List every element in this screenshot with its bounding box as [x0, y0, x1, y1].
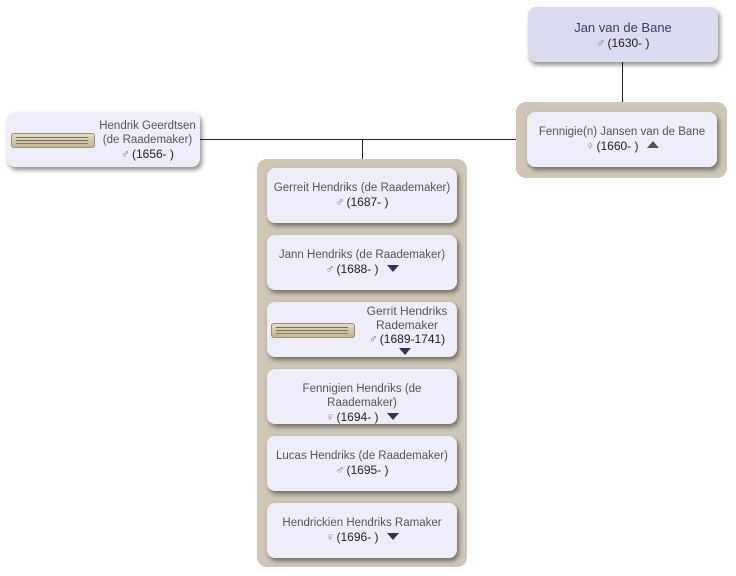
connector-grandparent-mother	[622, 60, 623, 112]
person-card-child[interactable]: Fennigien Hendriks (de Raademaker) ♀(169…	[267, 369, 457, 424]
person-card-child[interactable]: Hendrickien Hendriks Ramaker ♀(1696- )	[267, 503, 457, 558]
female-icon: ♀	[325, 410, 335, 424]
male-icon: ♂	[120, 147, 130, 161]
person-dates: (1630- )	[607, 36, 650, 50]
male-icon: ♂	[325, 262, 335, 276]
person-dates: (1656- )	[131, 147, 175, 161]
person-card-child[interactable]: Jann Hendriks (de Raademaker) ♂(1688- )	[267, 235, 457, 290]
person-name-line2: Rademaker	[375, 318, 439, 332]
person-name: Fennigie(n) Jansen van de Bane	[538, 126, 706, 138]
male-icon: ♂	[335, 195, 345, 209]
person-card-father[interactable]: Hendrik Geerdtsen (de Raademaker) ♂(1656…	[7, 112, 200, 167]
chevron-down-icon[interactable]	[386, 413, 399, 420]
person-dates: (1660- )	[596, 139, 639, 153]
person-dates: (1687- )	[346, 195, 389, 209]
person-card-child[interactable]: Lucas Hendriks (de Raademaker) ♂(1695- )	[267, 436, 457, 491]
chevron-down-icon[interactable]	[399, 348, 411, 355]
person-dates: (1695- )	[346, 463, 389, 477]
person-name: Fennigien Hendriks (de Raademaker)	[302, 383, 422, 409]
chevron-down-icon[interactable]	[386, 533, 399, 540]
male-icon: ♂	[596, 36, 606, 50]
person-card-child[interactable]: Gerrit Hendriks Rademaker ♂(1689-1741)	[267, 302, 457, 357]
person-dates: (1696- )	[336, 530, 379, 544]
person-name: Jan van de Bane	[574, 20, 672, 35]
person-card-grandparent[interactable]: Jan van de Bane ♂(1630- )	[528, 7, 718, 62]
chevron-up-icon[interactable]	[646, 141, 659, 148]
person-name-line1: Gerrit Hendriks	[366, 304, 448, 318]
person-name-line2: (de Raademaker)	[102, 134, 193, 146]
connector-children	[362, 139, 363, 160]
document-thumbnail[interactable]	[271, 323, 355, 338]
person-dates: (1689-1741)	[379, 332, 446, 346]
male-icon: ♂	[335, 463, 345, 477]
female-icon: ♀	[325, 530, 335, 544]
person-name: Jann Hendriks (de Raademaker)	[278, 249, 446, 261]
person-card-child[interactable]: Gerreit Hendriks (de Raademaker) ♂(1687-…	[267, 168, 457, 223]
person-dates: (1694- )	[336, 410, 379, 424]
female-icon: ♀	[585, 139, 595, 153]
person-name: Gerreit Hendriks (de Raademaker)	[273, 182, 451, 194]
person-dates: (1688- )	[336, 262, 379, 276]
person-name-line1: Hendrik Geerdtsen	[99, 120, 196, 132]
children-panel	[257, 159, 467, 567]
person-name: Lucas Hendriks (de Raademaker)	[276, 450, 448, 462]
document-thumbnail[interactable]	[11, 133, 95, 148]
connector-couple	[200, 139, 526, 140]
person-card-mother[interactable]: Fennigie(n) Jansen van de Bane ♀(1660- )	[527, 112, 717, 167]
person-name: Hendrickien Hendriks Ramaker	[282, 517, 442, 529]
male-icon: ♂	[368, 332, 378, 346]
chevron-down-icon[interactable]	[386, 265, 399, 272]
